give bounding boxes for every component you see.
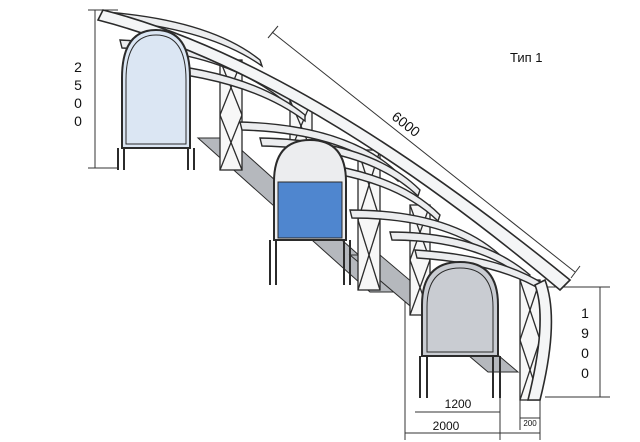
arch-rail [96, 9, 572, 401]
height-left-digit: 2 [74, 59, 82, 75]
width-1200-label: 1200 [445, 397, 472, 411]
middle-panel [269, 138, 351, 285]
length-label: 6000 [389, 108, 424, 140]
height-left-digit: 0 [74, 95, 82, 111]
height-left-digit: 0 [74, 113, 82, 129]
front-panel [419, 260, 501, 398]
height-right-digit: 1 [581, 305, 589, 321]
height-right-digits: 1 9 0 0 [581, 305, 589, 381]
height-right-digit: 0 [581, 345, 589, 361]
width-2000-label: 2000 [433, 419, 460, 433]
height-right-digit: 9 [581, 325, 589, 341]
rear-panel [117, 28, 195, 170]
type-label: Тип 1 [510, 50, 543, 65]
height-left-digits: 2 5 0 0 [74, 59, 82, 129]
height-right-digit: 0 [581, 365, 589, 381]
height-left-digit: 5 [74, 77, 82, 93]
dimension-lines [88, 9, 610, 440]
width-200-label: 200 [523, 419, 537, 428]
